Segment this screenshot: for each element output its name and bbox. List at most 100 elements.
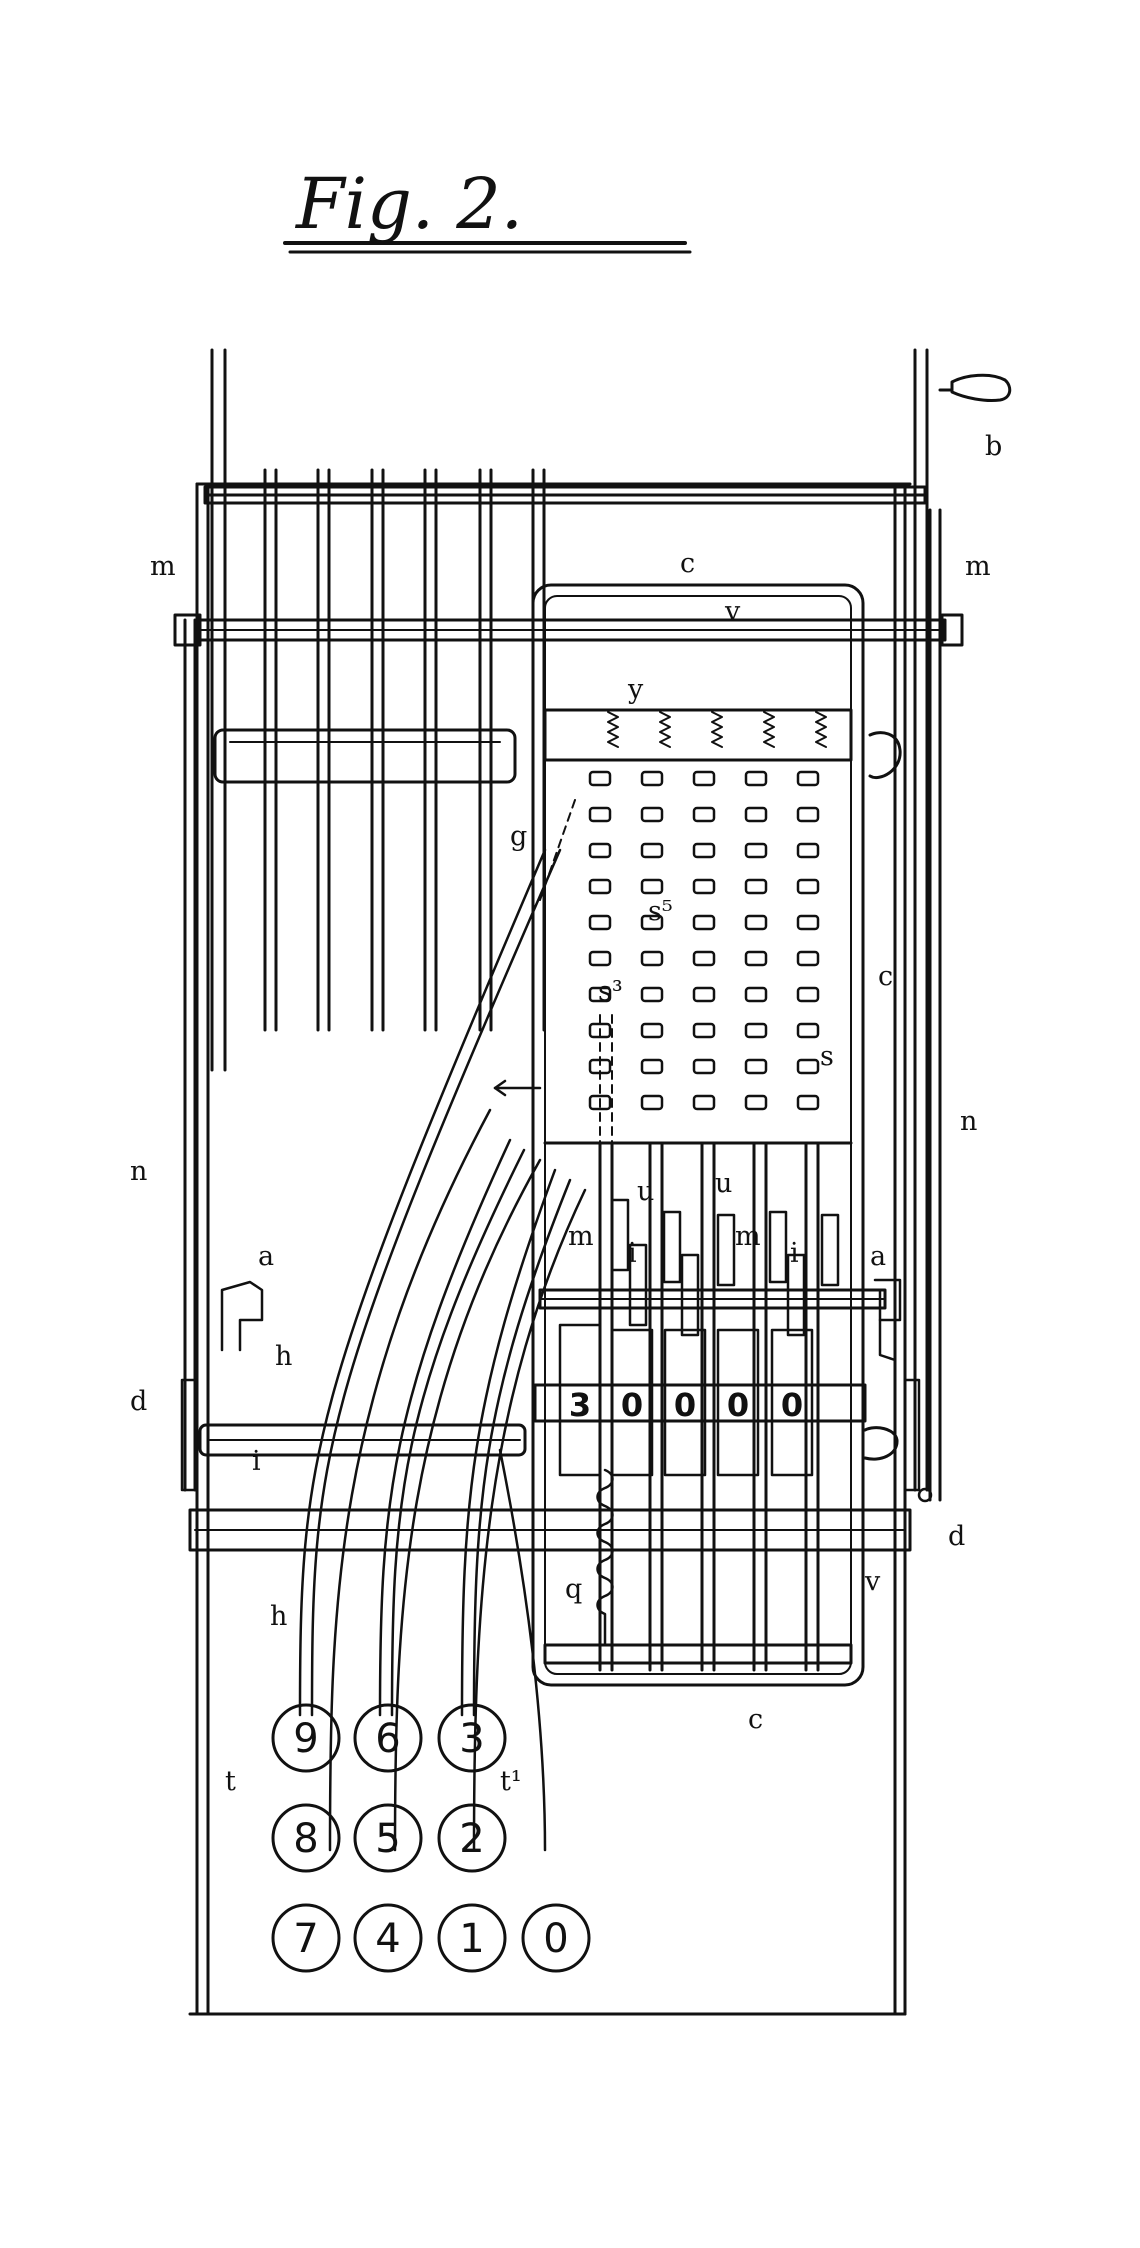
pin-slot bbox=[744, 770, 768, 787]
key-2[interactable] bbox=[437, 1803, 507, 1873]
label-d-left: d bbox=[130, 1386, 147, 1417]
label-n-right: n bbox=[960, 1106, 977, 1137]
lever-arms-a bbox=[220, 1278, 902, 1362]
pin-slot bbox=[588, 950, 612, 967]
key-label: 5 bbox=[375, 1816, 400, 1862]
pin-slot bbox=[796, 806, 820, 823]
label-u2: u bbox=[715, 1168, 732, 1199]
pin-slot bbox=[744, 878, 768, 895]
key-8[interactable] bbox=[271, 1803, 341, 1873]
pin-slot bbox=[692, 806, 716, 823]
pin-slot bbox=[640, 1022, 664, 1039]
key-label: 1 bbox=[459, 1916, 484, 1962]
label-c-bottom: c bbox=[748, 1704, 763, 1735]
spring-q bbox=[596, 1468, 614, 1646]
pin-slot bbox=[796, 914, 820, 931]
pin-slot bbox=[640, 1058, 664, 1075]
pin-slot bbox=[796, 986, 820, 1003]
pin-slot bbox=[744, 1094, 768, 1111]
pin-slot bbox=[640, 950, 664, 967]
pin-slot bbox=[640, 878, 664, 895]
key-9[interactable] bbox=[271, 1703, 341, 1773]
counter-digit: 3 bbox=[569, 1386, 591, 1424]
pin-slot bbox=[796, 770, 820, 787]
side-catches-d bbox=[180, 1378, 933, 1503]
key-5[interactable] bbox=[353, 1803, 423, 1873]
label-m-carriage2: m bbox=[735, 1221, 761, 1252]
pin-slot bbox=[692, 770, 716, 787]
key-3[interactable] bbox=[437, 1703, 507, 1773]
pin-slot bbox=[640, 986, 664, 1003]
key-1[interactable] bbox=[437, 1903, 507, 1973]
pin-slot bbox=[796, 878, 820, 895]
pin-slot bbox=[640, 770, 664, 787]
key-label: 3 bbox=[459, 1716, 484, 1762]
keys bbox=[271, 1703, 591, 1973]
pin-slot bbox=[692, 1022, 716, 1039]
label-t: t bbox=[225, 1766, 236, 1797]
label-b: b bbox=[985, 431, 1002, 462]
label-a-left: a bbox=[258, 1241, 274, 1272]
pin-slot bbox=[588, 842, 612, 859]
pin-slot bbox=[796, 1058, 820, 1075]
key-label: 6 bbox=[375, 1716, 400, 1762]
pin-slot bbox=[640, 842, 664, 859]
key-6[interactable] bbox=[353, 1703, 423, 1773]
pin-slot bbox=[588, 986, 612, 1003]
dashed-guides bbox=[539, 799, 613, 1151]
pin-slot bbox=[744, 1058, 768, 1075]
pin-slot bbox=[588, 914, 612, 931]
shaft-v bbox=[173, 613, 964, 647]
key-label: 7 bbox=[293, 1916, 318, 1962]
key-label: 8 bbox=[293, 1816, 318, 1862]
pin-slot bbox=[796, 1094, 820, 1111]
pin-slot bbox=[744, 950, 768, 967]
pin-slot bbox=[796, 950, 820, 967]
pin-slot bbox=[692, 914, 716, 931]
upper-cylinder bbox=[213, 728, 902, 784]
label-t1: t¹ bbox=[500, 1766, 522, 1797]
label-y: y bbox=[627, 674, 644, 705]
pin-slot bbox=[640, 806, 664, 823]
pin-slot bbox=[588, 1094, 612, 1111]
pin-slot bbox=[744, 806, 768, 823]
label-c-top: c bbox=[680, 548, 695, 579]
pin-slot bbox=[744, 986, 768, 1003]
label-q: q bbox=[565, 1574, 582, 1605]
label-h-lower: h bbox=[270, 1601, 287, 1632]
pin-slot bbox=[692, 878, 716, 895]
counter-digit: 0 bbox=[727, 1386, 749, 1424]
label-i-carriage1: i bbox=[628, 1238, 637, 1269]
springs-y bbox=[607, 711, 827, 748]
counter-pawls bbox=[610, 1198, 840, 1337]
key-4[interactable] bbox=[353, 1903, 423, 1973]
top-rail bbox=[203, 485, 927, 505]
pin-slot bbox=[744, 1022, 768, 1039]
number-wheels bbox=[558, 1323, 814, 1477]
pin-slot bbox=[692, 1094, 716, 1111]
pin-slot bbox=[640, 914, 664, 931]
carriage-frame bbox=[531, 583, 865, 1687]
label-h-upper: h bbox=[275, 1341, 292, 1372]
key-0[interactable] bbox=[521, 1903, 591, 1973]
pin-slot bbox=[692, 986, 716, 1003]
label-d-right: d bbox=[948, 1521, 965, 1552]
machine-frame bbox=[188, 482, 912, 2016]
pin-slot bbox=[588, 770, 612, 787]
middle-shaft bbox=[538, 1288, 887, 1310]
pin-slot bbox=[744, 914, 768, 931]
left-side-rods bbox=[183, 348, 227, 1492]
key-7[interactable] bbox=[271, 1903, 341, 1973]
pin-slot bbox=[744, 842, 768, 859]
pin-slot bbox=[796, 1022, 820, 1039]
pin-slot bbox=[588, 806, 612, 823]
crank-handle bbox=[938, 373, 1012, 402]
lower-shaft-v bbox=[188, 1508, 912, 1552]
key-levers-h bbox=[298, 848, 587, 1852]
label-s: s bbox=[820, 1041, 834, 1072]
label-v-right: v bbox=[864, 1566, 881, 1597]
pin-slot bbox=[692, 842, 716, 859]
cylinder-right bbox=[863, 1426, 899, 1461]
label-i-carriage2: i bbox=[790, 1238, 799, 1269]
